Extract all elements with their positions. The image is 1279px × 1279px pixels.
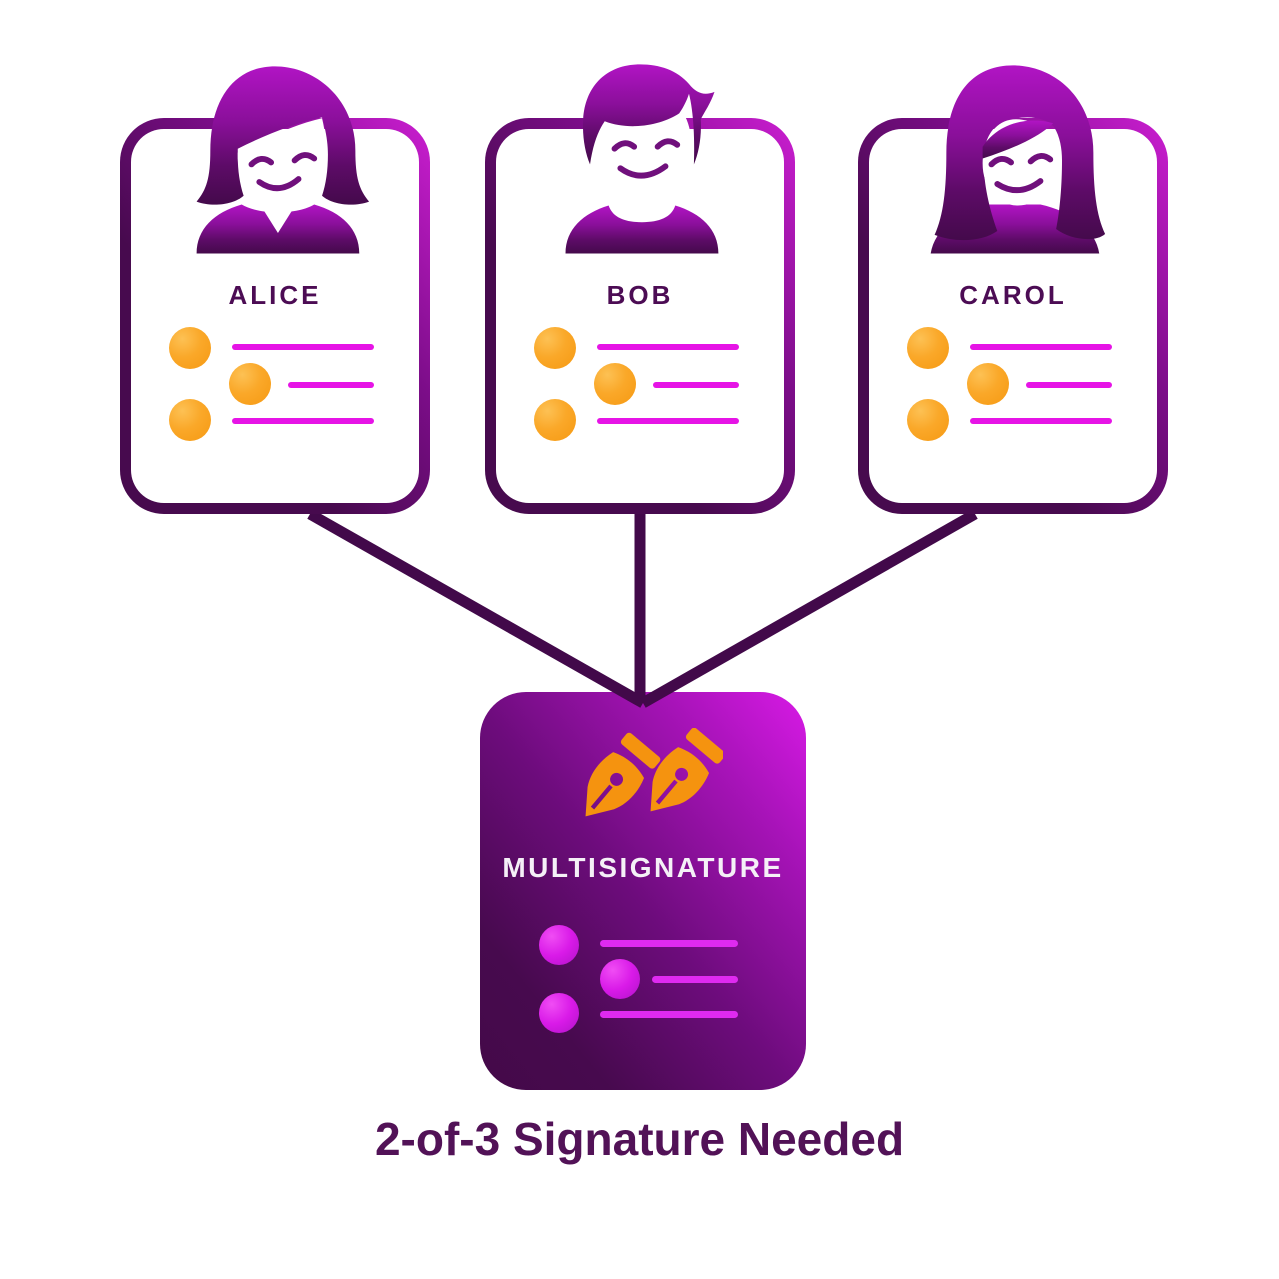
caption: 2-of-3 Signature Needed bbox=[374, 1113, 905, 1165]
document-bullet bbox=[534, 399, 576, 441]
document-bullet bbox=[907, 327, 949, 369]
document-line bbox=[597, 418, 739, 424]
document-bullet bbox=[534, 327, 576, 369]
document-bullet bbox=[539, 925, 579, 965]
document-line bbox=[970, 344, 1112, 350]
document-bullet bbox=[229, 363, 271, 405]
document-bullet bbox=[967, 363, 1009, 405]
multisignature-label: MULTISIGNATURE bbox=[502, 852, 784, 883]
member-card-carol: CAROL bbox=[858, 65, 1168, 514]
connector-carol-to-multisig bbox=[640, 509, 978, 708]
member-name: ALICE bbox=[228, 280, 322, 310]
member-name: CAROL bbox=[959, 280, 1067, 310]
document-line bbox=[600, 940, 738, 947]
woman-long-hair-avatar-icon bbox=[930, 65, 1106, 254]
document-bullet bbox=[169, 327, 211, 369]
member-name: BOB bbox=[606, 280, 674, 310]
document-line bbox=[232, 418, 374, 424]
document-line bbox=[652, 976, 738, 983]
woman-bob-haircut-avatar-icon bbox=[196, 66, 370, 254]
document-bullet bbox=[600, 959, 640, 999]
document-line bbox=[232, 344, 374, 350]
document-line bbox=[597, 344, 739, 350]
document-bullet bbox=[169, 399, 211, 441]
member-card-alice: ALICE bbox=[120, 66, 430, 514]
document-bullet bbox=[594, 363, 636, 405]
multisignature-card: MULTISIGNATURE bbox=[480, 692, 806, 1090]
member-card-bob: BOB bbox=[485, 64, 795, 514]
man-short-hair-avatar-icon bbox=[565, 64, 719, 254]
document-bullet bbox=[907, 399, 949, 441]
document-line bbox=[600, 1011, 738, 1018]
document-line bbox=[653, 382, 739, 388]
connector-alice-to-multisig bbox=[307, 509, 646, 708]
double-pen-nib-icon bbox=[585, 728, 723, 817]
document-line bbox=[1026, 382, 1112, 388]
document-line bbox=[970, 418, 1112, 424]
document-bullet bbox=[539, 993, 579, 1033]
document-line bbox=[288, 382, 374, 388]
